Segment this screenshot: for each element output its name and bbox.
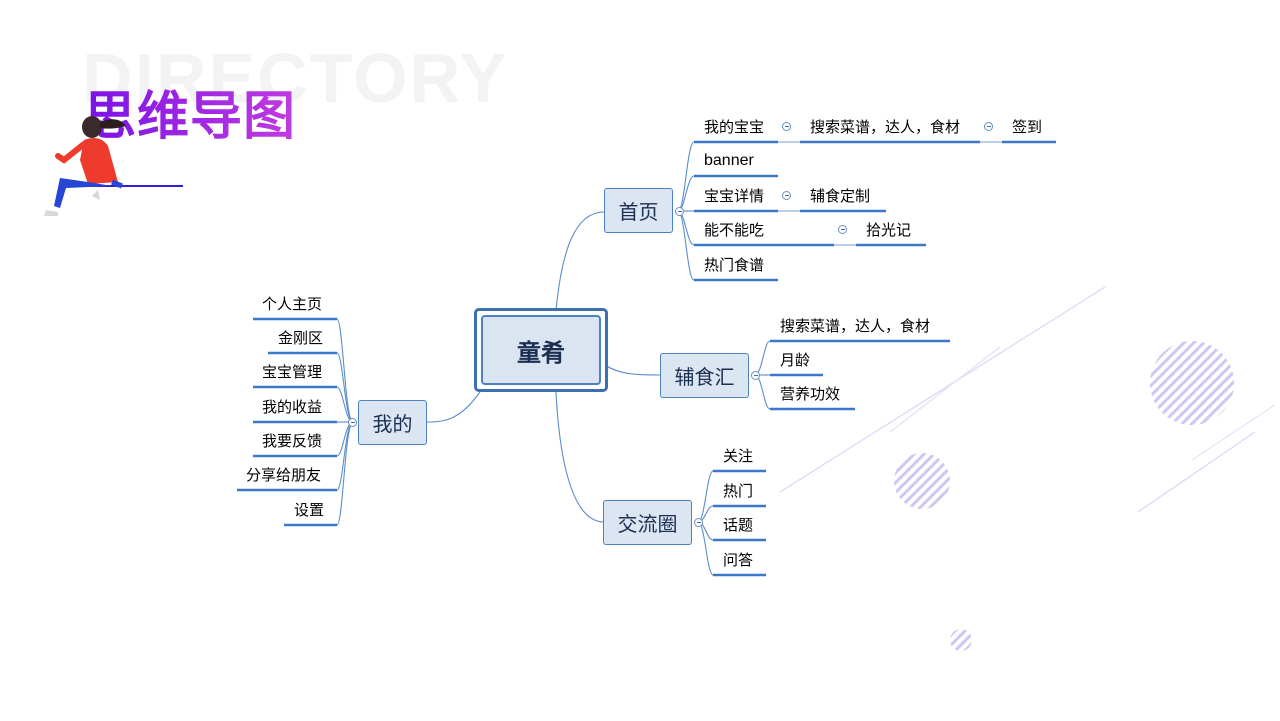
branch-node-circle[interactable]: 交流圈 bbox=[603, 500, 692, 545]
connector-food bbox=[604, 364, 661, 376]
connector-food-1 bbox=[754, 340, 771, 376]
collapse-toggle-icon[interactable] bbox=[694, 518, 703, 527]
branch-node-home[interactable]: 首页 bbox=[604, 188, 673, 233]
branch-node-food[interactable]: 辅食汇 bbox=[660, 353, 749, 398]
leaf-home-banner[interactable]: banner bbox=[704, 152, 754, 169]
leaf-food-search[interactable]: 搜索菜谱，达人，食材 bbox=[780, 317, 931, 335]
leaf-food-nutrition[interactable]: 营养功效 bbox=[780, 385, 841, 403]
connector-circle bbox=[555, 391, 605, 523]
head bbox=[82, 116, 102, 138]
collapse-toggle-icon[interactable] bbox=[751, 371, 760, 380]
leaf-mine-feedback[interactable]: 我要反馈 bbox=[262, 432, 323, 450]
leaf-home-hot-recipes[interactable]: 热门食谱 bbox=[704, 256, 765, 274]
ponytail bbox=[100, 119, 126, 129]
leaf-home-baby-detail[interactable]: 宝宝详情 bbox=[704, 187, 765, 205]
leaf-circle-qa[interactable]: 问答 bbox=[723, 551, 754, 569]
leaf-home-feeding-custom[interactable]: 辅食定制 bbox=[810, 187, 871, 205]
leaf-mine-profile[interactable]: 个人主页 bbox=[262, 295, 323, 313]
shoe bbox=[92, 190, 100, 200]
leaf-circle-hot[interactable]: 热门 bbox=[723, 482, 754, 500]
connector-home bbox=[555, 211, 605, 311]
leaf-mine-kingkong[interactable]: 金刚区 bbox=[278, 329, 324, 347]
central-node[interactable]: 童肴 bbox=[474, 308, 608, 392]
page-title: 思维导图 bbox=[84, 74, 296, 149]
collapse-toggle-icon[interactable] bbox=[348, 418, 357, 427]
watermark-text: DIRECTORY bbox=[82, 38, 508, 118]
connector-home-2 bbox=[677, 175, 695, 212]
leaf-food-age[interactable]: 月龄 bbox=[780, 351, 811, 369]
deco-striped-circle bbox=[1150, 341, 1234, 425]
deco-striped-circle bbox=[950, 629, 972, 651]
connector-home-5 bbox=[677, 210, 695, 281]
leaf-home-memo[interactable]: 拾光记 bbox=[866, 221, 912, 239]
leg bbox=[111, 179, 123, 189]
connector-mine-6 bbox=[336, 421, 354, 491]
deco-line bbox=[779, 286, 1106, 493]
connector-food-3 bbox=[754, 374, 771, 410]
deco-line bbox=[889, 346, 1001, 433]
leaf-mine-baby-manage[interactable]: 宝宝管理 bbox=[262, 363, 323, 381]
central-node-label: 童肴 bbox=[481, 315, 601, 385]
collapse-toggle-icon[interactable] bbox=[838, 225, 847, 234]
deco-line bbox=[1137, 431, 1256, 513]
connector-home-1 bbox=[677, 141, 695, 212]
leaf-mine-share[interactable]: 分享给朋友 bbox=[246, 466, 322, 484]
collapse-toggle-icon[interactable] bbox=[984, 122, 993, 131]
shoe bbox=[44, 210, 58, 216]
leaf-home-search[interactable]: 搜索菜谱，达人，食材 bbox=[810, 118, 961, 136]
leaf-mine-settings[interactable]: 设置 bbox=[294, 501, 325, 519]
leaf-home-baby[interactable]: 我的宝宝 bbox=[704, 118, 765, 136]
deco-striped-circle bbox=[894, 453, 950, 509]
leaf-circle-topic[interactable]: 话题 bbox=[723, 516, 754, 534]
jacket bbox=[80, 138, 118, 184]
leaf-mine-earnings[interactable]: 我的收益 bbox=[262, 398, 323, 416]
leaf-circle-follow[interactable]: 关注 bbox=[723, 447, 754, 465]
leaf-home-signin[interactable]: 签到 bbox=[1012, 118, 1043, 136]
deco-line bbox=[1191, 404, 1276, 461]
collapse-toggle-icon[interactable] bbox=[782, 191, 791, 200]
leaf-home-can-eat[interactable]: 能不能吃 bbox=[704, 221, 765, 239]
legs bbox=[54, 178, 112, 208]
branch-node-mine[interactable]: 我的 bbox=[358, 400, 427, 445]
arm bbox=[55, 141, 87, 164]
collapse-toggle-icon[interactable] bbox=[782, 122, 791, 131]
collapse-toggle-icon[interactable] bbox=[675, 207, 684, 216]
connector-mine-2 bbox=[336, 352, 354, 423]
connector-mine bbox=[426, 391, 481, 423]
